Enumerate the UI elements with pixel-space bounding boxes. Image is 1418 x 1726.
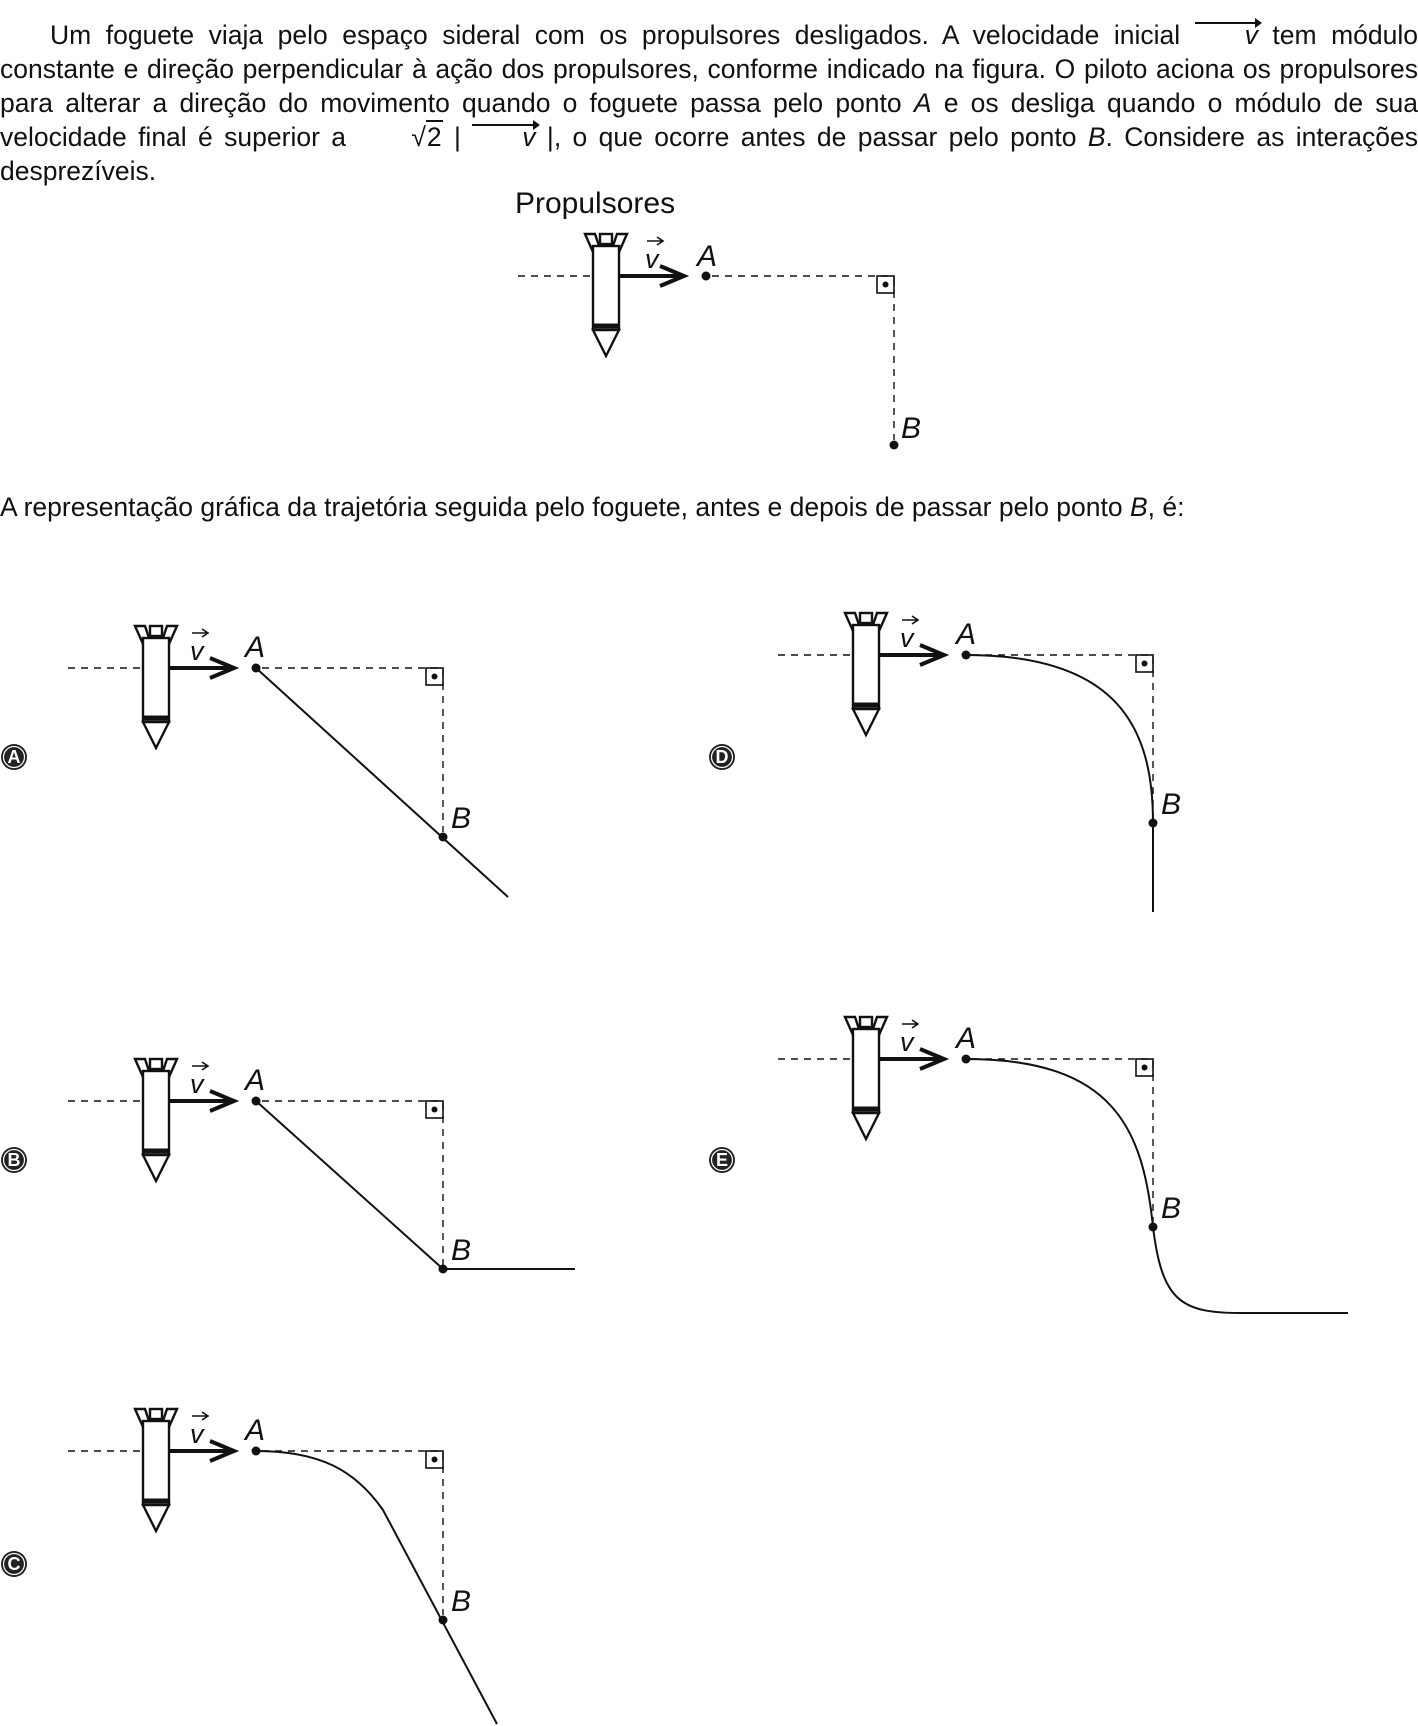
point-b-label: B bbox=[1161, 788, 1181, 821]
point-b-ref: B bbox=[1087, 122, 1106, 152]
right-angle-marker bbox=[425, 667, 444, 686]
velocity-label: v bbox=[190, 636, 205, 666]
option-e-letter: E bbox=[716, 1150, 728, 1170]
rocket-icon bbox=[135, 1409, 177, 1531]
point-b-dot bbox=[1148, 1222, 1158, 1232]
option-e[interactable]: E v A B bbox=[708, 1017, 1348, 1314]
point-b-dot bbox=[889, 440, 899, 450]
point-a-label: A bbox=[954, 1022, 976, 1055]
option-d[interactable]: D v A B bbox=[708, 613, 1181, 912]
point-a-label: A bbox=[695, 240, 717, 273]
point-b-label: B bbox=[451, 1585, 471, 1618]
point-a-dot bbox=[701, 271, 711, 281]
velocity-label-arrow bbox=[647, 236, 665, 246]
point-b-dot bbox=[438, 1264, 448, 1274]
point-b-dot bbox=[1148, 818, 1158, 828]
right-angle-marker bbox=[425, 1450, 444, 1469]
rocket-icon bbox=[845, 613, 887, 735]
trajectory bbox=[255, 1100, 575, 1270]
point-b-dot bbox=[438, 1615, 448, 1625]
option-c-letter: C bbox=[8, 1554, 21, 1574]
option-c[interactable]: C v A B bbox=[0, 1409, 498, 1725]
trajectory bbox=[965, 1058, 1348, 1314]
point-b-label: B bbox=[1161, 1192, 1181, 1225]
option-a[interactable]: A v A B bbox=[0, 626, 509, 898]
option-b-letter: B bbox=[8, 1150, 21, 1170]
question-prompt: A representação gráfica da trajetória se… bbox=[0, 492, 1185, 522]
velocity-label: v bbox=[645, 244, 660, 274]
velocity-label: v bbox=[900, 1027, 915, 1057]
velocity-label: v bbox=[190, 1069, 205, 1099]
point-a-label: A bbox=[243, 631, 265, 664]
option-d-letter: D bbox=[716, 747, 729, 767]
problem-statement: Um foguete viaja pelo espaço sideral com… bbox=[0, 18, 1418, 186]
point-a-label: A bbox=[243, 1414, 265, 1447]
option-a-letter: A bbox=[8, 747, 21, 767]
point-b-label: B bbox=[901, 412, 921, 445]
trajectory bbox=[255, 1450, 498, 1725]
velocity-label: v bbox=[190, 1419, 205, 1449]
rocket-icon bbox=[845, 1017, 887, 1139]
sqrt-expression: √2 bbox=[411, 120, 443, 152]
point-a-ref: A bbox=[913, 88, 932, 118]
right-angle-marker bbox=[1135, 654, 1154, 673]
point-a-label: A bbox=[243, 1064, 265, 1097]
point-b-dot bbox=[438, 832, 448, 842]
point-b-label: B bbox=[451, 1234, 471, 1267]
velocity-label: v bbox=[900, 623, 915, 653]
option-b[interactable]: B v A B bbox=[0, 1059, 575, 1274]
velocity-vector-abs: v bbox=[472, 120, 540, 154]
propulsores-label: Propulsores bbox=[515, 187, 675, 220]
right-angle-marker bbox=[876, 275, 895, 294]
point-a-label: A bbox=[954, 618, 976, 651]
trajectory bbox=[255, 667, 509, 898]
rocket-icon bbox=[135, 1059, 177, 1181]
right-angle-marker bbox=[1135, 1058, 1154, 1077]
right-angle-marker bbox=[425, 1100, 444, 1119]
trajectory bbox=[965, 654, 1154, 912]
rocket-icon bbox=[585, 234, 627, 356]
point-b-label: B bbox=[451, 802, 471, 835]
reference-figure: Propulsores v A B bbox=[515, 187, 921, 450]
rocket-icon bbox=[135, 626, 177, 748]
velocity-vector: v bbox=[1194, 18, 1263, 52]
